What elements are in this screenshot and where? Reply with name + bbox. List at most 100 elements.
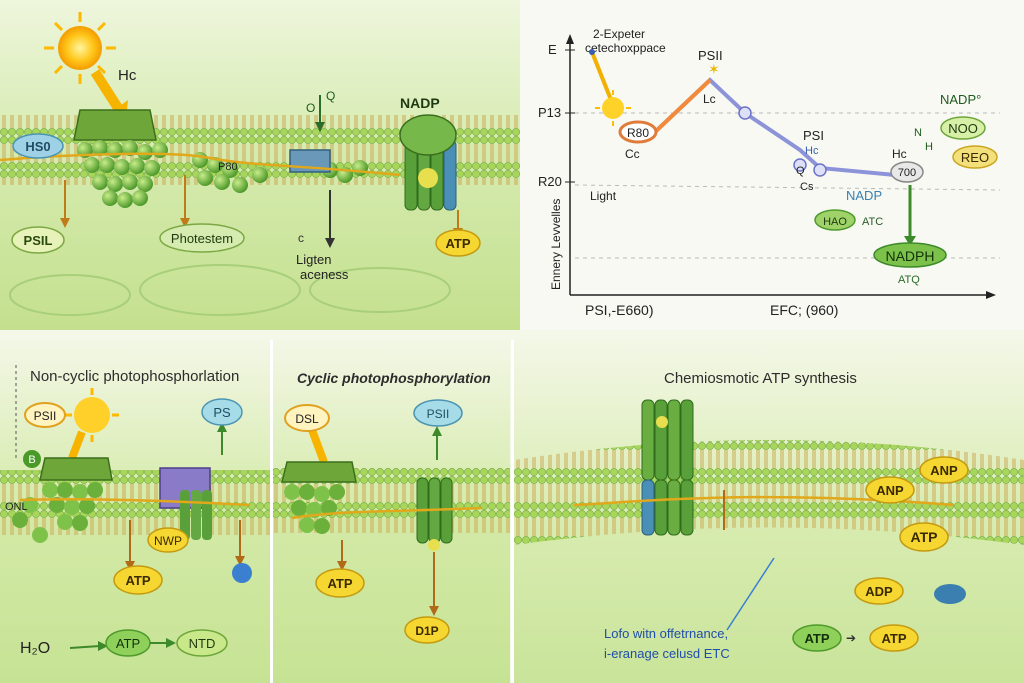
atp-synthase-complex — [399, 114, 457, 211]
cyclic-photophosphorylation-panel: Cyclic photophosphorylation DSL PSII ATP… — [272, 340, 510, 683]
non-cyclic-title: Non-cyclic photophosphorlation — [30, 368, 240, 385]
ligten-label: Ligten — [296, 252, 331, 267]
cyclic-title: Cyclic photophosphorylation — [297, 370, 491, 386]
node-700 — [890, 161, 924, 183]
dip-label: D1P — [415, 624, 438, 638]
sun-icon — [44, 12, 116, 84]
hso-pill — [12, 133, 64, 159]
y-tick-e: E — [548, 42, 557, 57]
arrow-right-icon: ➔ — [846, 631, 856, 645]
sun-icon — [65, 388, 119, 442]
y-tick-p13: P13 — [538, 105, 561, 120]
photostem-pill — [159, 223, 245, 253]
reo-label: REO — [961, 150, 989, 165]
noo-pill — [940, 116, 986, 140]
dsl-label: DSL — [295, 412, 319, 426]
note-line-1: Lofo witn offetrnance, — [604, 626, 728, 641]
expeter-label-2: cetechoxppace — [585, 41, 666, 55]
cc-label: Cc — [625, 147, 640, 161]
stroma-vesicle — [139, 264, 301, 316]
nadp-label: NADP — [400, 95, 440, 111]
dsl-pill — [284, 404, 330, 432]
thylakoid-membrane-overview-panel: HS0 PSIL Photestem ATP Hc P80 O Q c NADP… — [0, 0, 520, 330]
adp-label: ADP — [865, 584, 893, 599]
atp-label: ATP — [445, 236, 470, 251]
ps-label: PS — [213, 405, 231, 420]
atp-pill — [315, 568, 365, 598]
light-beam-arrow — [68, 430, 86, 460]
blue-molecule-icon — [934, 584, 966, 604]
hc-label-2: Hc — [892, 147, 907, 161]
psii-pill — [24, 402, 66, 428]
atp-pill — [113, 565, 163, 595]
atp-synthase-complex — [641, 399, 694, 536]
electron-transport-path — [291, 506, 483, 520]
cs-label: Cs — [800, 181, 814, 193]
anp-pill-2 — [865, 476, 915, 504]
psil-label: PSIL — [24, 233, 53, 248]
adp-pill — [854, 577, 904, 605]
hc-label: Hc — [118, 67, 137, 84]
note-line-2: i-eranage celusd ETC — [604, 646, 730, 661]
anp-label-1: ANP — [930, 463, 958, 478]
light-beam-arrow — [308, 428, 328, 464]
b-badge — [23, 450, 41, 468]
h-label: H — [925, 141, 933, 153]
anp-label-2: ANP — [876, 483, 904, 498]
r80-node — [618, 120, 658, 144]
non-cyclic-illustration: PSII B PS ONL NWP ATP H₂O ATP NTD — [0, 365, 270, 657]
nwp-label: NWP — [154, 534, 182, 548]
psii-pill — [413, 399, 463, 427]
energy-level-diagram-panel: E P13 R20 Ennery Levvelles PSI,-E660) EF… — [520, 0, 1024, 330]
atp-label-2: ATP — [804, 631, 829, 646]
lipid-bilayer — [514, 440, 1024, 545]
hc-label-1: Hc — [805, 145, 819, 157]
ntd-pill — [176, 629, 228, 657]
atp-label: ATP — [125, 573, 150, 588]
y-axis-label: Ennery Levvelles — [549, 199, 563, 290]
hso-label: HS0 — [25, 139, 50, 154]
o-label: O — [306, 101, 315, 115]
psii-complex — [73, 109, 157, 141]
panel-divider — [270, 340, 273, 683]
psil-pill — [11, 226, 65, 254]
node-700-label: 700 — [898, 167, 916, 179]
thylakoid-overview-illustration: HS0 PSIL Photestem ATP Hc P80 O Q c NADP… — [0, 12, 520, 316]
x-axis-label-1: PSI,-E660) — [585, 302, 653, 318]
r80-label: R80 — [627, 126, 649, 140]
y-tick-r20: R20 — [538, 174, 562, 189]
dip-pill — [404, 616, 450, 644]
expeter-label-1: 2-Expeter — [593, 27, 645, 41]
atp-pill — [435, 229, 481, 257]
anp-pill-1 — [919, 456, 969, 484]
psii-label: PSII — [34, 409, 57, 423]
star-icon: ✶ — [708, 61, 720, 77]
onl-label: ONL — [5, 501, 28, 513]
nadph-pill — [873, 242, 947, 268]
nadph-label: NADPH — [885, 248, 934, 264]
electron-transport-path — [0, 152, 401, 177]
blue-molecule-icon — [232, 563, 252, 583]
aceness-label: aceness — [300, 267, 349, 282]
ntd-label: NTD — [189, 636, 216, 651]
q-label: Q — [326, 89, 335, 103]
psi-label: PSI — [803, 128, 824, 143]
n-label: N — [914, 127, 922, 139]
atp-synthase-complex — [416, 477, 453, 551]
non-cyclic-photophosphorylation-panel: Non-cyclic photophosphorlation — [0, 340, 270, 683]
nadp-label: NADP — [846, 188, 882, 203]
psii-label: PSII — [427, 407, 450, 421]
x-axis-label-2: EFC; (960) — [770, 302, 838, 318]
psii-label: PSII — [698, 48, 723, 63]
stroma-vesicle — [309, 267, 451, 313]
electron-transport-path — [19, 497, 251, 507]
nadp-label-2: NADP° — [940, 92, 981, 107]
ps-pill — [201, 398, 243, 426]
cyclic-illustration: DSL PSII ATP D1P — [272, 399, 510, 644]
sun-icon — [595, 90, 631, 126]
chemiosmotic-illustration: ANP ANP ATP ADP Lofo witn offetrnance, i… — [514, 399, 1024, 661]
h2o-label: H₂O — [20, 640, 50, 657]
photostem-label: Photestem — [171, 231, 233, 246]
stroma-vesicle — [9, 274, 131, 316]
hao-pill — [814, 209, 856, 231]
